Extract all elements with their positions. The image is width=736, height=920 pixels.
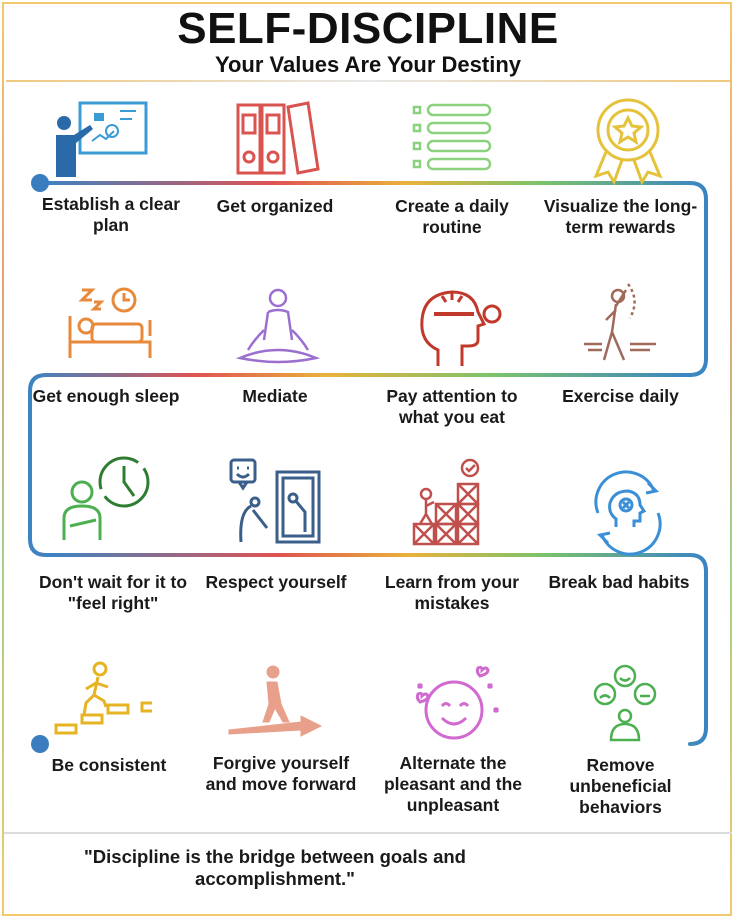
step-label: Get enough sleep bbox=[32, 386, 180, 406]
title-divider bbox=[6, 80, 730, 82]
mirror-bow-icon bbox=[229, 458, 321, 544]
step-label: Forgive yourself and move forward bbox=[205, 753, 357, 794]
step-label: Remove unbeneficial behaviors bbox=[569, 755, 672, 817]
step-label: Learn from your mistakes bbox=[384, 572, 520, 613]
step-label: Mediate bbox=[242, 386, 308, 406]
quote-text: "Discipline is the bridge between goals … bbox=[84, 846, 466, 889]
bed-clock-icon bbox=[68, 287, 152, 358]
step-label: Respect yourself bbox=[205, 572, 347, 592]
start-dot bbox=[31, 174, 49, 192]
presentation-board-icon bbox=[56, 101, 148, 177]
step-label: Exercise daily bbox=[562, 386, 679, 406]
step-label: Break bad habits bbox=[548, 572, 690, 592]
climbing-steps-icon bbox=[54, 661, 152, 735]
cycle-head-icon bbox=[594, 470, 662, 556]
page-title: SELF-DISCIPLINE bbox=[177, 4, 559, 53]
step-label: Get organized bbox=[216, 196, 334, 216]
award-ribbon-icon bbox=[593, 98, 663, 185]
end-dot bbox=[31, 735, 49, 753]
step-label: Establish a clear plan bbox=[41, 194, 181, 235]
page-subtitle: Your Values Are Your Destiny bbox=[214, 52, 522, 77]
emotions-person-icon bbox=[593, 664, 657, 742]
crate-stairs-icon bbox=[412, 458, 480, 546]
meditation-icon bbox=[235, 288, 321, 364]
smiley-sparkle-icon bbox=[415, 665, 500, 740]
waiting-clock-icon bbox=[62, 456, 150, 540]
step-label: Alternate the pleasant and the unpleasan… bbox=[383, 753, 523, 815]
stretching-icon bbox=[584, 283, 656, 361]
step-label: Be consistent bbox=[51, 755, 167, 775]
step-label: Pay attention to what you eat bbox=[386, 386, 518, 427]
step-label: Don't wait for it to "feel right" bbox=[38, 572, 188, 613]
quote-box bbox=[4, 832, 732, 920]
step-label: Create a daily routine bbox=[395, 196, 509, 237]
step-label: Visualize the long- term rewards bbox=[543, 196, 698, 237]
checklist-icon bbox=[412, 103, 492, 171]
head-key-icon bbox=[420, 290, 502, 366]
binders-icon bbox=[236, 101, 320, 175]
walking-arrow-icon bbox=[228, 665, 323, 737]
